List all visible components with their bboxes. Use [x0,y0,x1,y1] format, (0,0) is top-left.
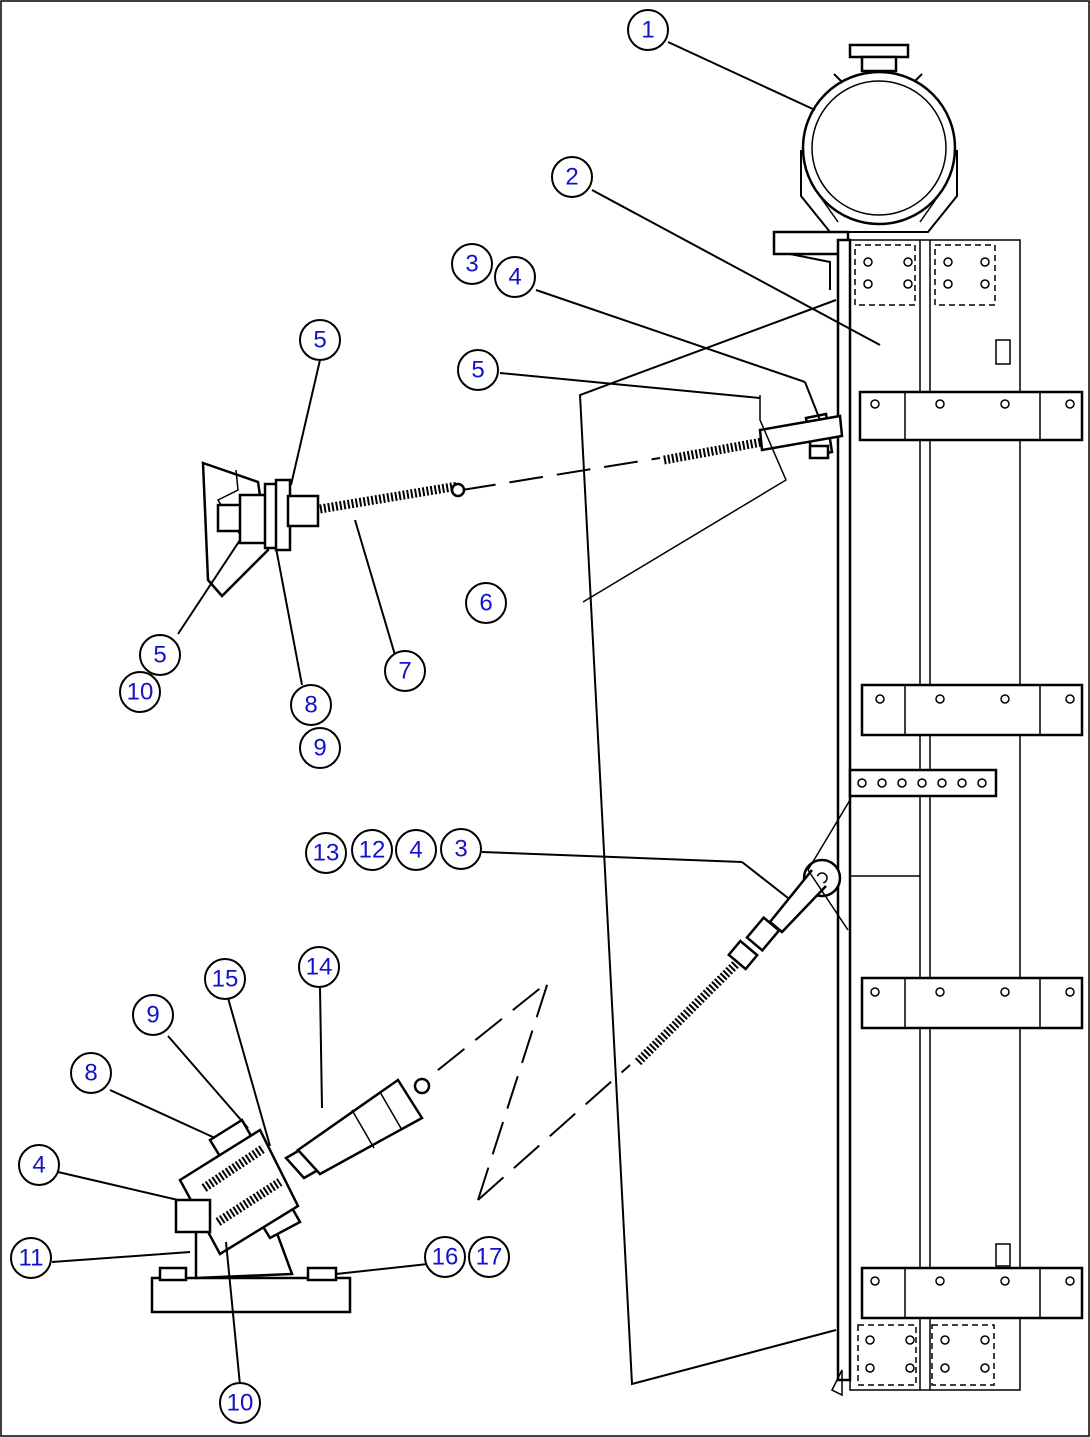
callout-1: 1 [627,9,669,51]
callout-11: 11 [10,1237,52,1279]
callout-5: 5 [299,319,341,361]
plate-outline [578,299,837,1386]
callout-4: 4 [395,829,437,871]
callout-label: 10 [227,1390,254,1417]
callout-6: 6 [465,582,507,624]
callout-label: 5 [153,642,166,669]
callout-label: 2 [565,164,578,191]
callout-label: 5 [471,357,484,384]
callout-label: 7 [398,658,411,685]
callout-14: 14 [298,946,340,988]
frame-assembly [830,238,1084,1397]
callout-8: 8 [70,1052,112,1094]
callout-8: 8 [290,684,332,726]
callout-label: 9 [313,735,326,762]
callout-label: 8 [84,1060,97,1087]
callout-label: 4 [32,1152,45,1179]
callout-5: 5 [457,349,499,391]
callout-label: 13 [313,840,340,867]
callout-label: 12 [359,837,386,864]
callout-label: 16 [432,1244,459,1271]
callout-label: 9 [146,1002,159,1029]
callout-2: 2 [551,156,593,198]
callout-9: 9 [299,727,341,769]
callout-10: 10 [219,1382,261,1424]
callout-3: 3 [440,828,482,870]
callout-9: 9 [132,994,174,1036]
callout-4: 4 [494,256,536,298]
callout-10: 10 [119,671,161,713]
callout-16: 16 [424,1236,466,1278]
callout-label: 3 [454,836,467,863]
callout-3: 3 [451,243,493,285]
callout-7: 7 [384,650,426,692]
callout-15: 15 [204,958,246,1000]
callout-4: 4 [18,1144,60,1186]
callout-5: 5 [139,634,181,676]
callout-label: 6 [479,590,492,617]
tank-assembly [772,43,958,290]
callout-17: 17 [468,1236,510,1278]
callout-label: 11 [19,1245,44,1272]
callout-label: 17 [476,1244,503,1271]
callout-label: 3 [465,251,478,278]
callout-label: 15 [212,966,239,993]
lower-rod-assembly [150,799,851,1314]
callout-label: 4 [409,837,422,864]
callout-label: 8 [304,692,317,719]
callout-label: 10 [127,679,154,706]
callout-label: 14 [306,954,333,981]
upper-rod-assembly [201,395,844,603]
leader-lines [51,41,881,1386]
callout-label: 4 [508,264,521,291]
callout-12: 12 [351,829,393,871]
callout-label: 1 [641,17,654,44]
callout-13: 13 [305,832,347,874]
callout-label: 5 [313,327,326,354]
